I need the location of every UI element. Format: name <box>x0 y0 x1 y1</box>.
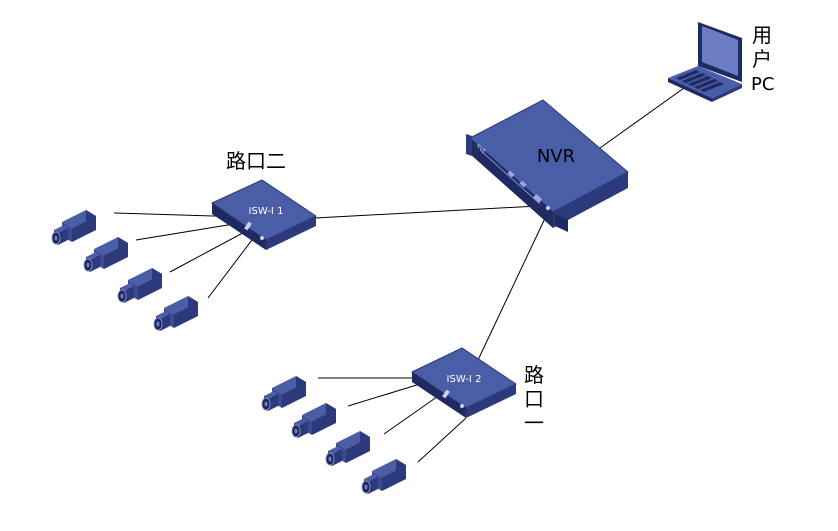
ip-camera-icon <box>261 375 307 412</box>
switch-1-label: ISW-I 1 <box>249 206 284 217</box>
switch-1-group-label: 路口二 <box>226 149 286 173</box>
switch-2-label: ISW-I 2 <box>447 374 482 385</box>
link-switch1-cam3 <box>169 227 253 273</box>
nvr-label: NVR <box>537 146 575 167</box>
ip-camera-icon <box>291 402 337 439</box>
network-switch-icon <box>210 179 318 250</box>
switch-2-group-label: 路 口 一 <box>524 363 544 435</box>
ip-camera-icon <box>83 236 129 273</box>
link-switch1-cam4 <box>207 231 259 299</box>
user-pc-label: 用 户 PC <box>751 23 774 95</box>
laptop-icon <box>668 22 742 102</box>
ip-camera-icon <box>117 267 163 304</box>
ip-camera-icon <box>361 458 407 495</box>
ip-camera-icon <box>153 295 199 332</box>
ip-camera-icon <box>325 430 371 467</box>
nvr-recorder-icon: NVR <box>466 99 629 232</box>
link-switch1-cam2 <box>135 221 247 241</box>
link-nvr-pc <box>599 87 685 149</box>
connection-lines <box>113 87 685 463</box>
user-pc-label-line-2: 户 <box>752 47 772 71</box>
link-switch2-cam3 <box>383 391 445 435</box>
link-switch2-nvr <box>477 211 549 361</box>
link-switch1-nvr <box>314 205 539 219</box>
switch-2-group-label-line-2: 口 <box>524 387 544 411</box>
svg-text:NVR: NVR <box>475 143 487 155</box>
switch-2-group-label-line-3: 一 <box>524 411 544 435</box>
user-pc-label-line-1: 用 <box>752 23 772 47</box>
network-switch-icon <box>410 347 518 418</box>
user-pc-label-line-3: PC <box>751 74 774 95</box>
switch-2-group-label-line-1: 路 <box>524 363 544 387</box>
ip-camera-icon <box>51 209 97 246</box>
link-switch2-cam2 <box>347 383 421 407</box>
link-switch2-cam4 <box>417 417 467 463</box>
